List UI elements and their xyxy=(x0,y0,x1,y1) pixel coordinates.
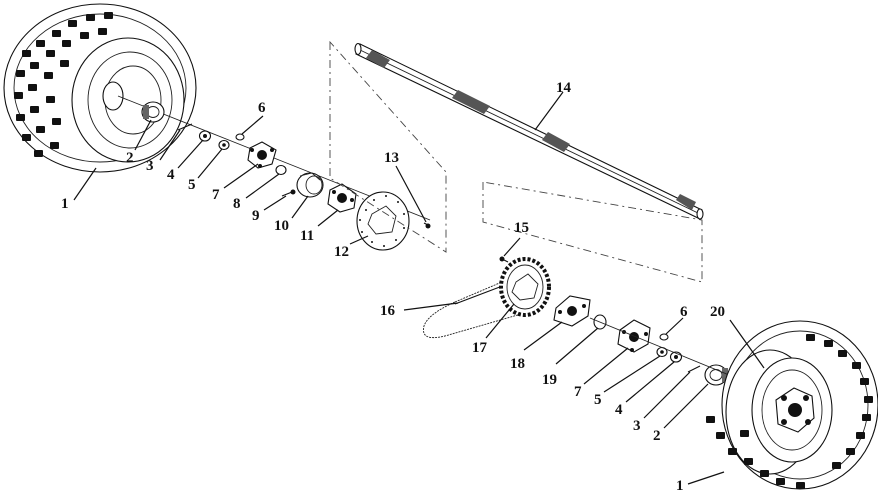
callout-6-left: 6 xyxy=(258,100,266,116)
sprocket-hub-18 xyxy=(553,295,591,327)
callout-18: 18 xyxy=(510,356,525,372)
left-bearing xyxy=(141,101,165,123)
callout-2-left: 2 xyxy=(126,150,134,166)
axle-shaft-14 xyxy=(354,42,704,220)
left-clip-6 xyxy=(235,133,245,141)
callout-5-left: 5 xyxy=(188,177,196,193)
callout-3-left: 3 xyxy=(146,158,154,174)
callout-labels: 1 2 3 4 5 6 7 8 9 10 11 12 13 14 15 16 1… xyxy=(61,80,725,493)
callout-12: 12 xyxy=(334,244,349,260)
left-key-3 xyxy=(177,123,193,131)
callout-10: 10 xyxy=(274,218,289,234)
left-washer-5 xyxy=(218,139,230,151)
callout-19: 19 xyxy=(542,372,557,388)
callout-15: 15 xyxy=(514,220,529,236)
callout-14: 14 xyxy=(556,80,572,96)
right-bearing xyxy=(704,364,728,386)
brake-disc-12 xyxy=(356,191,410,251)
right-dashed-box xyxy=(482,181,703,283)
callout-13: 13 xyxy=(384,150,399,166)
right-tire xyxy=(706,320,878,490)
leader-lines xyxy=(73,91,765,485)
callout-1-right: 1 xyxy=(676,478,684,493)
right-clip-6 xyxy=(659,333,669,341)
callout-4-right: 4 xyxy=(615,402,623,418)
callout-2-right: 2 xyxy=(653,428,661,444)
callout-5-right: 5 xyxy=(594,392,602,408)
bolt-9 xyxy=(281,189,296,197)
callout-7-left: 7 xyxy=(212,187,220,203)
callout-11: 11 xyxy=(300,228,314,244)
left-tire xyxy=(3,3,197,173)
callout-8: 8 xyxy=(233,196,241,212)
callout-20: 20 xyxy=(710,304,725,320)
sprocket-17 xyxy=(499,257,551,317)
left-o-ring-8 xyxy=(275,164,287,176)
callout-4-left: 4 xyxy=(167,167,175,183)
bracket-10 xyxy=(296,172,324,198)
callout-6-right: 6 xyxy=(680,304,688,320)
bolt-15 xyxy=(499,256,509,263)
callout-3-right: 3 xyxy=(633,418,641,434)
disc-hub-11 xyxy=(327,183,357,213)
callout-16: 16 xyxy=(380,303,396,319)
left-nut-4 xyxy=(198,130,212,142)
right-key-3 xyxy=(687,365,701,373)
callout-1-left: 1 xyxy=(61,196,69,212)
callout-9: 9 xyxy=(252,208,260,224)
left-hub-7 xyxy=(247,141,277,169)
right-washer-5 xyxy=(656,346,668,358)
callout-7-right: 7 xyxy=(574,384,582,400)
left-dashed-box xyxy=(329,40,447,253)
callout-17: 17 xyxy=(472,340,488,356)
bolt-13 xyxy=(423,222,431,229)
right-rim-20 xyxy=(775,387,815,433)
